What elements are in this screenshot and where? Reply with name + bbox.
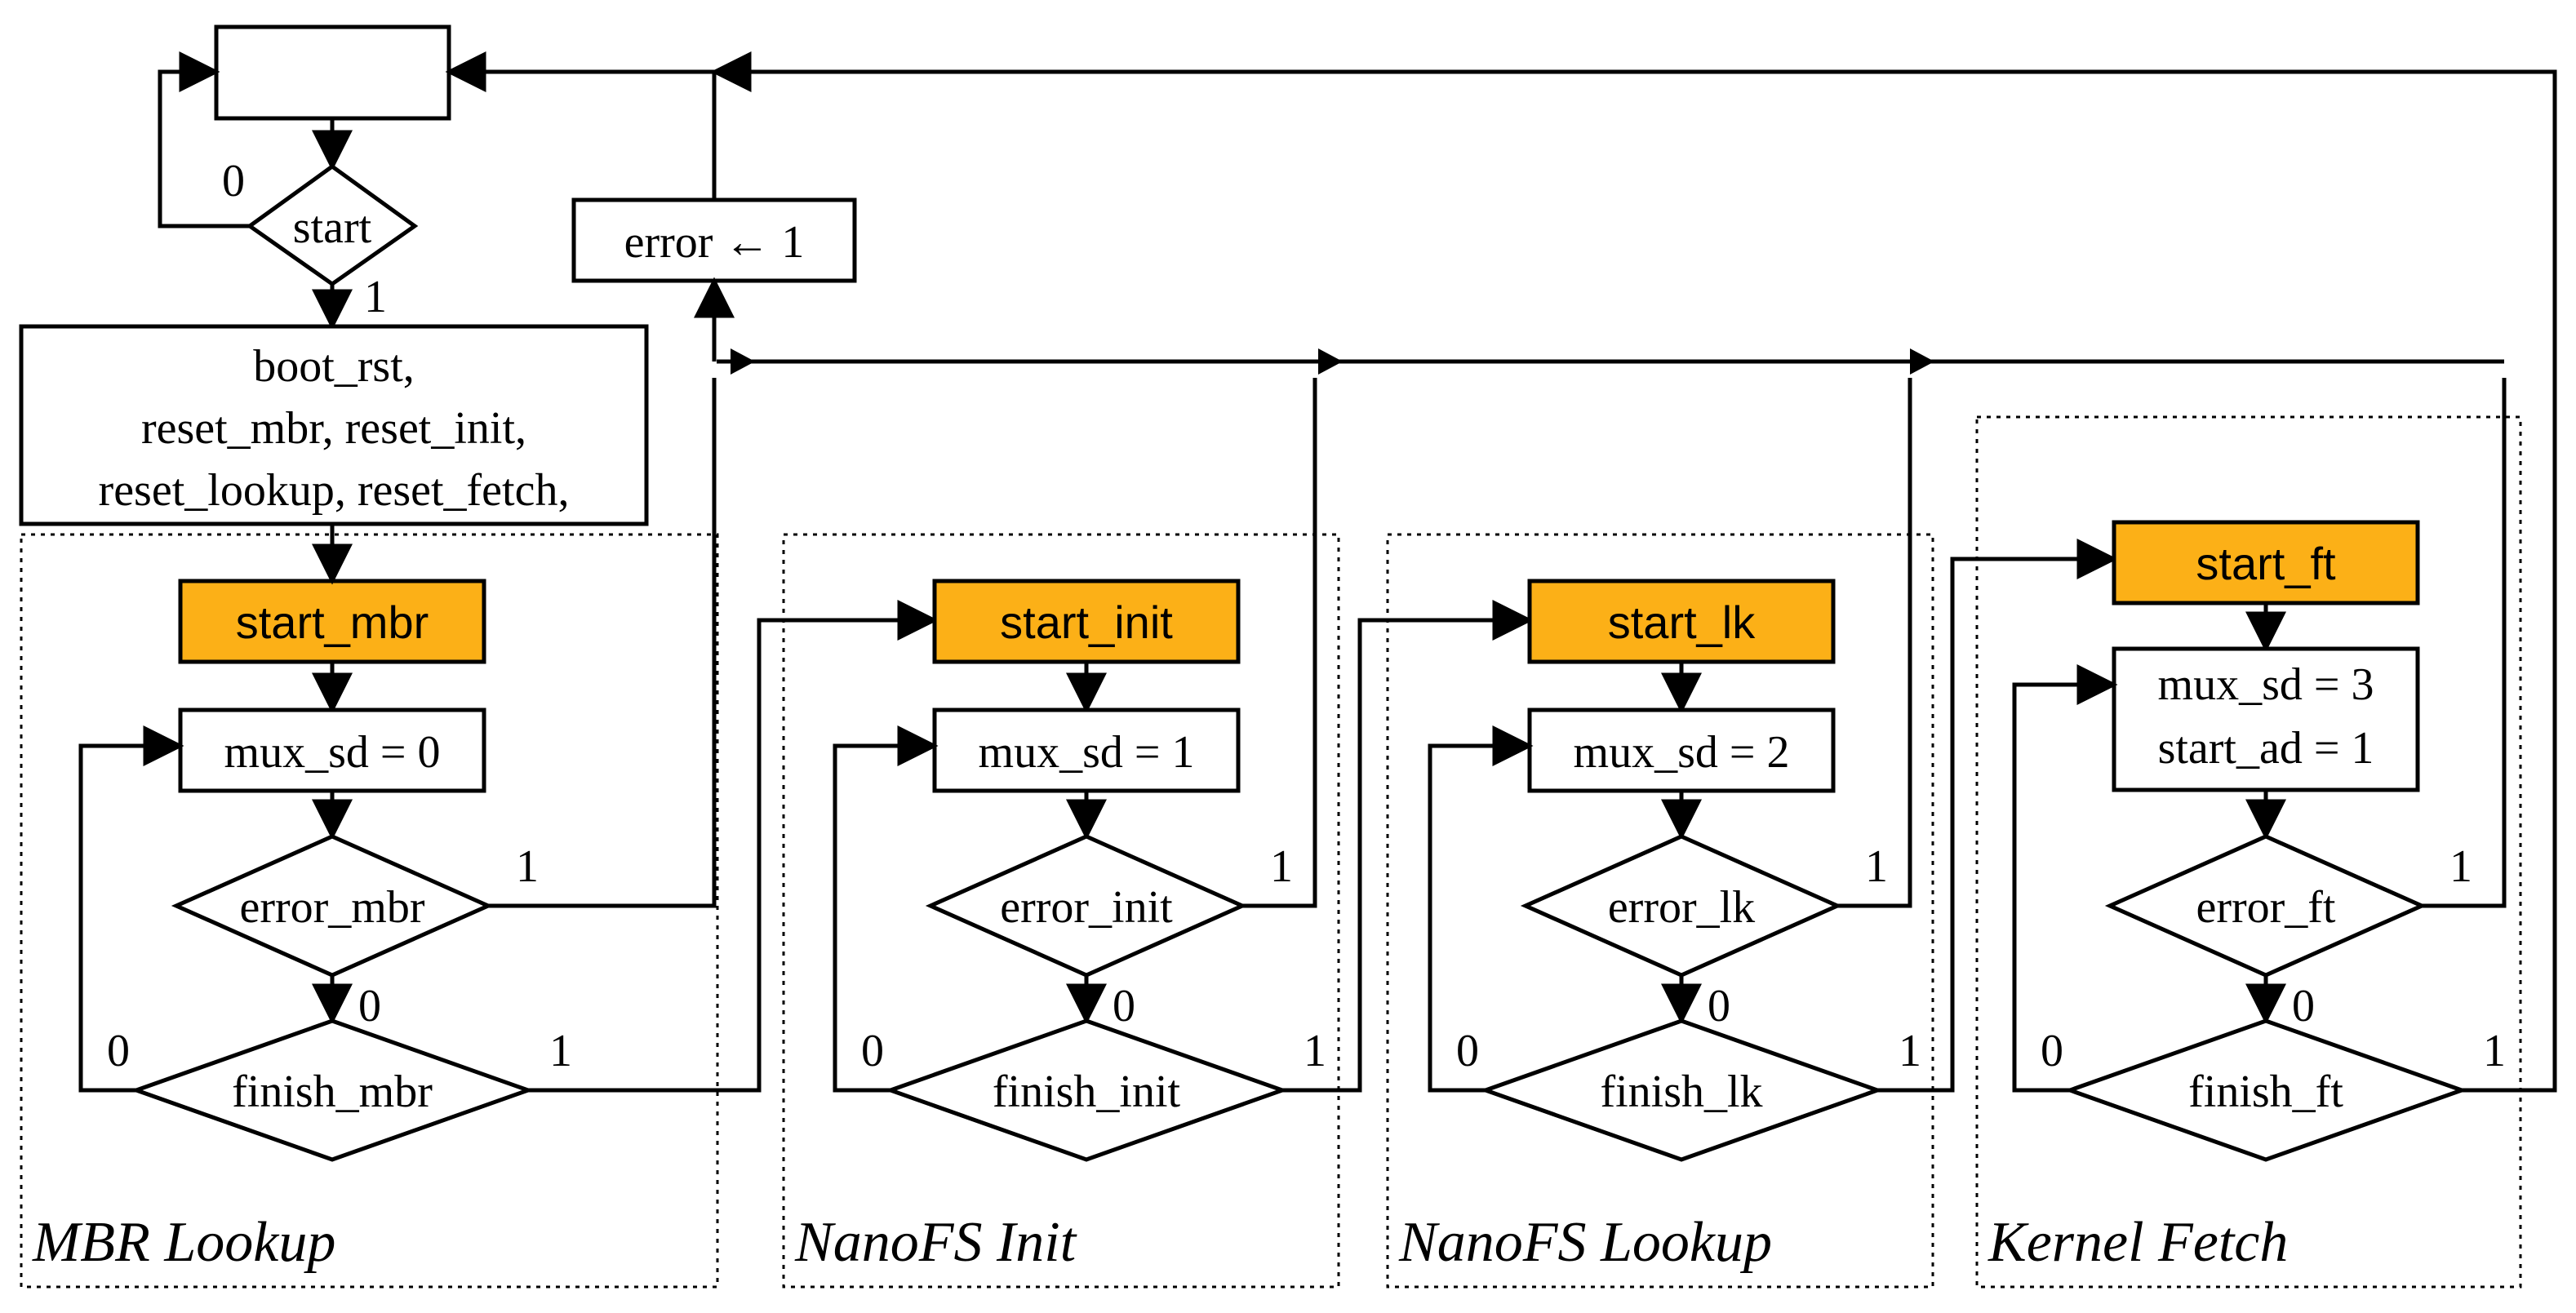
- stage-title: NanoFS Lookup: [1398, 1211, 1772, 1274]
- bus-arrowhead-2: [1910, 348, 1934, 375]
- finish-decision-label: finish_lk: [1600, 1067, 1762, 1117]
- reset-box: [19, 324, 649, 526]
- finish-yes-label: 1: [1899, 1026, 1921, 1076]
- idle-state-box: [214, 24, 451, 121]
- finish-yes-to-next-arrow: [1877, 539, 2118, 1093]
- reset-line-2: reset_mbr, reset_init,: [141, 403, 526, 454]
- finish-decision-label: finish_ft: [2188, 1067, 2343, 1117]
- finish-no-loop: [1428, 725, 1534, 1093]
- error-yes-label: 1: [1270, 841, 1293, 892]
- finish-yes-to-next-arrow: [528, 600, 939, 1093]
- start-no-loop: [158, 51, 250, 228]
- start-no-label: 0: [222, 156, 245, 206]
- error-decision-label: error_init: [1000, 882, 1173, 933]
- mux-state-box: [178, 708, 486, 793]
- mux-line-2: start_ad = 1: [2158, 723, 2374, 774]
- error-no-label: 0: [1113, 981, 1135, 1031]
- mux-line-1: mux_sd = 1: [979, 727, 1195, 778]
- finish-decision: [1479, 1018, 1884, 1162]
- reset-line-1: boot_rst,: [253, 341, 415, 392]
- finish-no-loop: [78, 725, 184, 1093]
- start-state-label: start_ft: [2196, 538, 2336, 589]
- error-no-label: 0: [1708, 981, 1730, 1031]
- error-decision-label: error_ft: [2196, 882, 2335, 933]
- error-no-label: 0: [2292, 981, 2315, 1031]
- error-yes-path: [1242, 378, 1317, 908]
- reset-line-3: reset_lookup, reset_fetch,: [99, 465, 570, 516]
- stage-title: NanoFS Init: [794, 1211, 1077, 1274]
- stage-group-1: [20, 533, 719, 1289]
- error-yes-path: [2422, 378, 2507, 908]
- error-box-label: error ← 1: [624, 217, 805, 268]
- error-decision-label: error_mbr: [239, 882, 424, 933]
- finish-yes-to-next-arrow: [1282, 600, 1534, 1093]
- mux-line-1: mux_sd = 3: [2158, 659, 2374, 710]
- bus-arrowhead-1: [1318, 348, 1343, 375]
- start-state-box: [2112, 520, 2420, 605]
- finish-yes-label: 1: [549, 1026, 572, 1076]
- finish-no-loop: [2012, 664, 2118, 1093]
- mux-line-1: mux_sd = 2: [1574, 727, 1790, 778]
- finish-decision-label: finish_init: [993, 1067, 1181, 1117]
- finish-decision: [2063, 1018, 2468, 1162]
- start-state-label: start_init: [1000, 597, 1173, 648]
- finish-decision: [130, 1018, 535, 1162]
- error-decision-label: error_lk: [1608, 882, 1755, 933]
- start-decision-label: start: [293, 202, 372, 253]
- stage-title: MBR Lookup: [32, 1211, 335, 1274]
- finish-yes-label: 1: [2483, 1026, 2506, 1076]
- stage-group-3: [1386, 533, 1934, 1289]
- bus-arrowhead-3: [731, 348, 755, 375]
- error-yes-path: [488, 378, 717, 908]
- start-state-label: start_lk: [1608, 597, 1756, 648]
- error-yes-label: 1: [516, 841, 539, 892]
- stage-group-2: [782, 533, 1340, 1289]
- error-yes-path: [1837, 378, 1912, 908]
- finish-ft-to-idle-bus: [710, 51, 2557, 1093]
- error-to-idle-path: [445, 51, 717, 200]
- finish-decision-label: finish_mbr: [232, 1067, 433, 1117]
- finish-decision: [884, 1018, 1289, 1162]
- stage-group-4: [1975, 415, 2522, 1289]
- start-state-label: start_mbr: [236, 597, 429, 648]
- finish-yes-label: 1: [1304, 1026, 1326, 1076]
- error-no-label: 0: [358, 981, 381, 1031]
- finish-no-label: 0: [861, 1026, 884, 1076]
- finish-no-label: 0: [2041, 1026, 2063, 1076]
- finish-no-label: 0: [1456, 1026, 1479, 1076]
- finish-no-loop: [833, 725, 939, 1093]
- start-yes-label: 1: [364, 272, 387, 322]
- stage-title: Kernel Fetch: [1988, 1211, 2288, 1274]
- error-yes-label: 1: [2449, 841, 2472, 892]
- error-yes-label: 1: [1865, 841, 1888, 892]
- mux-line-1: mux_sd = 0: [224, 727, 441, 778]
- finish-no-label: 0: [107, 1026, 130, 1076]
